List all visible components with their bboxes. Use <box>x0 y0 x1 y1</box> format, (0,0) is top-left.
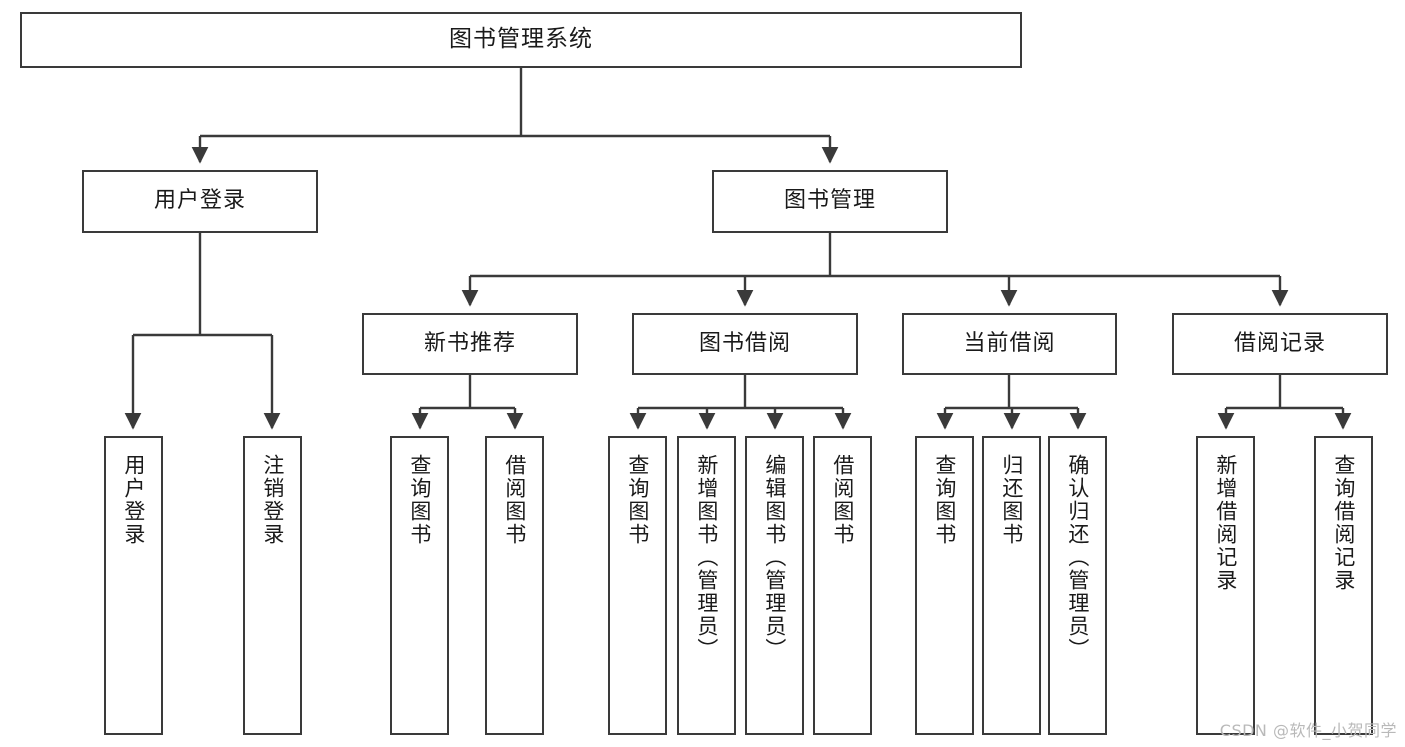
leaf-confirm-return-admin[interactable]: 确认归还（管理员） <box>1048 436 1107 735</box>
node-label: 图书借阅 <box>698 330 791 356</box>
node-root-system[interactable]: 图书管理系统 <box>20 12 1022 68</box>
leaf-add-book-admin[interactable]: 新增图书（管理员） <box>677 436 736 735</box>
csdn-watermark: CSDN @软件_小贺同学 <box>1219 721 1397 740</box>
node-label: 借阅记录 <box>1233 330 1326 356</box>
node-label: 当前借阅 <box>963 330 1056 356</box>
leaf-return-book[interactable]: 归还图书 <box>982 436 1041 735</box>
leaf-label: 借阅图书 <box>502 454 527 546</box>
leaf-label: 用户登录 <box>121 454 146 546</box>
node-book-management[interactable]: 图书管理 <box>712 170 948 233</box>
leaf-label: 新增借阅记录 <box>1213 454 1238 592</box>
leaf-logout-login[interactable]: 注销登录 <box>243 436 302 735</box>
leaf-label: 查询图书 <box>407 454 432 546</box>
leaf-label: 查询借阅记录 <box>1331 454 1356 592</box>
node-label: 新书推荐 <box>423 330 516 356</box>
node-new-book-recommend[interactable]: 新书推荐 <box>362 313 578 375</box>
node-borrow-record[interactable]: 借阅记录 <box>1172 313 1388 375</box>
leaf-borrow-book[interactable]: 借阅图书 <box>813 436 872 735</box>
leaf-label: 编辑图书（管理员） <box>762 454 787 661</box>
leaf-query-book-recommend[interactable]: 查询图书 <box>390 436 449 735</box>
leaf-user-login[interactable]: 用户登录 <box>104 436 163 735</box>
leaf-label: 查询图书 <box>932 454 957 546</box>
leaf-edit-book-admin[interactable]: 编辑图书（管理员） <box>745 436 804 735</box>
leaf-add-borrow-record[interactable]: 新增借阅记录 <box>1196 436 1255 735</box>
node-user-login[interactable]: 用户登录 <box>82 170 318 233</box>
leaf-label: 借阅图书 <box>830 454 855 546</box>
node-label: 图书管理 <box>783 188 876 214</box>
node-label: 用户登录 <box>153 188 246 214</box>
leaf-label: 注销登录 <box>260 454 285 546</box>
leaf-query-book-borrow[interactable]: 查询图书 <box>608 436 667 735</box>
leaf-label: 查询图书 <box>625 454 650 546</box>
leaf-borrow-book-recommend[interactable]: 借阅图书 <box>485 436 544 735</box>
node-current-borrow[interactable]: 当前借阅 <box>902 313 1117 375</box>
node-book-borrow[interactable]: 图书借阅 <box>632 313 858 375</box>
leaf-query-borrow-record[interactable]: 查询借阅记录 <box>1314 436 1373 735</box>
leaf-query-book-current[interactable]: 查询图书 <box>915 436 974 735</box>
leaf-label: 新增图书（管理员） <box>694 454 719 661</box>
leaf-label: 归还图书 <box>999 454 1024 546</box>
leaf-label: 确认归还（管理员） <box>1065 454 1090 661</box>
node-label: 图书管理系统 <box>449 26 593 53</box>
